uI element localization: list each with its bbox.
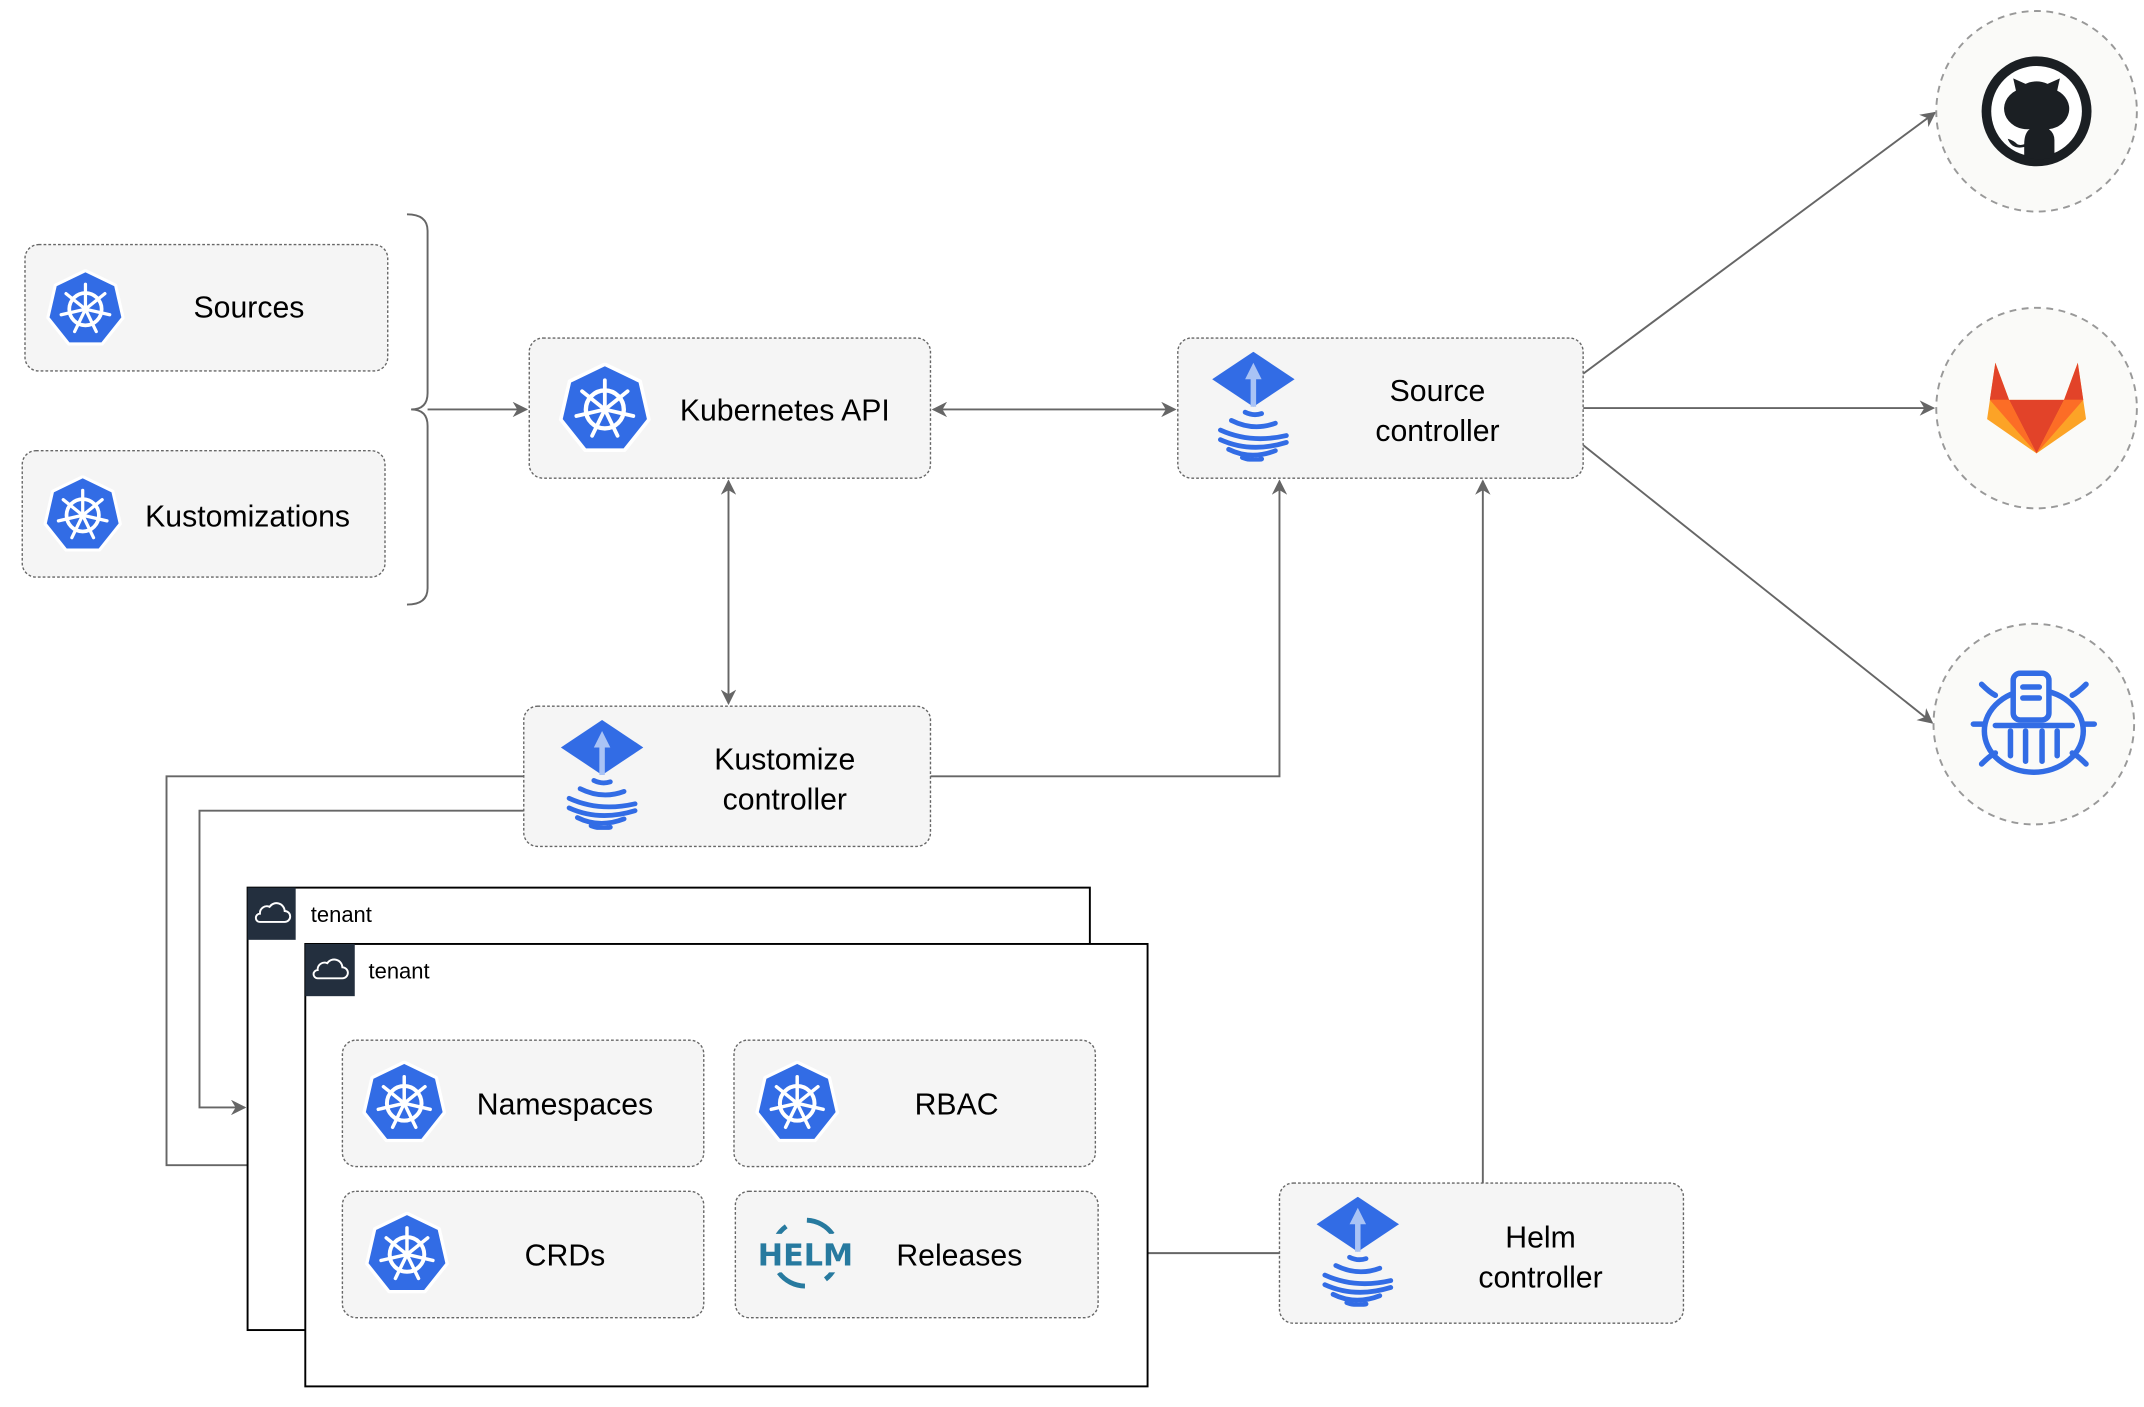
cloud-icon-bg bbox=[247, 887, 296, 940]
sources-label: Sources bbox=[194, 291, 305, 324]
bucket-source[interactable] bbox=[1932, 622, 2136, 826]
kustomize-controller-label-1: Kustomize bbox=[714, 743, 855, 776]
node-namespaces[interactable]: Namespaces bbox=[341, 1039, 705, 1168]
node-sources[interactable]: Sources bbox=[24, 243, 389, 372]
edge-kustomize-to-tenant-front bbox=[165, 775, 524, 1173]
tenant-label: tenant bbox=[369, 958, 430, 983]
edge-source-to-bucket bbox=[1582, 444, 1934, 724]
edge-kustomize-to-source bbox=[930, 479, 1288, 778]
releases-label: Releases bbox=[896, 1239, 1022, 1272]
helm-controller-label-1: Helm bbox=[1505, 1222, 1576, 1255]
crds-label: CRDs bbox=[525, 1239, 606, 1272]
kubernetes-icon bbox=[364, 1062, 444, 1140]
node-kustomize-controller[interactable]: Kustomize controller bbox=[523, 705, 932, 848]
tenant-label: tenant bbox=[311, 902, 372, 927]
gitlab-icon bbox=[1987, 362, 2087, 454]
kustomizations-label: Kustomizations bbox=[145, 500, 350, 533]
kubernetes-icon bbox=[561, 364, 649, 450]
node-releases[interactable]: HELM Releases bbox=[734, 1190, 1099, 1319]
helm-controller-label-2: controller bbox=[1478, 1261, 1602, 1294]
namespaces-label: Namespaces bbox=[477, 1088, 653, 1121]
node-crds[interactable]: CRDs bbox=[341, 1190, 705, 1319]
kubernetes-icon bbox=[43, 475, 123, 552]
github-icon bbox=[1981, 56, 2092, 167]
edge-source-to-github bbox=[1582, 111, 1937, 375]
kubernetes-api-label: Kubernetes API bbox=[680, 394, 890, 427]
kustomize-controller-label-2: controller bbox=[723, 783, 847, 816]
edges bbox=[165, 111, 1937, 1261]
node-rbac[interactable]: RBAC bbox=[733, 1039, 1097, 1168]
cloud-icon bbox=[254, 902, 292, 923]
cloud-icon bbox=[312, 958, 349, 980]
kubernetes-icon bbox=[367, 1213, 447, 1291]
bracket bbox=[406, 213, 429, 606]
kubernetes-icon bbox=[757, 1062, 837, 1140]
tenant-front[interactable]: tenant Namespaces RBAC CRDs HELM Release… bbox=[304, 942, 1149, 1388]
bucket-icon bbox=[1970, 670, 2098, 775]
node-kustomizations[interactable]: Kustomizations bbox=[21, 449, 386, 578]
node-kubernetes-api[interactable]: Kubernetes API bbox=[528, 337, 932, 479]
helm-icon: HELM bbox=[753, 1217, 858, 1289]
node-helm-controller[interactable]: Helm controller bbox=[1278, 1182, 1685, 1324]
source-controller-label-1: Source bbox=[1390, 375, 1486, 408]
source-controller-label-2: controller bbox=[1375, 415, 1499, 448]
github-source[interactable] bbox=[1935, 10, 2138, 213]
node-source-controller[interactable]: Source controller bbox=[1177, 337, 1584, 479]
kubernetes-icon bbox=[45, 269, 125, 346]
edge-kustomize-to-tenant-back bbox=[198, 809, 524, 1116]
rbac-label: RBAC bbox=[915, 1088, 999, 1121]
gitlab-source[interactable] bbox=[1935, 306, 2138, 510]
svg-text:HELM: HELM bbox=[758, 1238, 853, 1273]
